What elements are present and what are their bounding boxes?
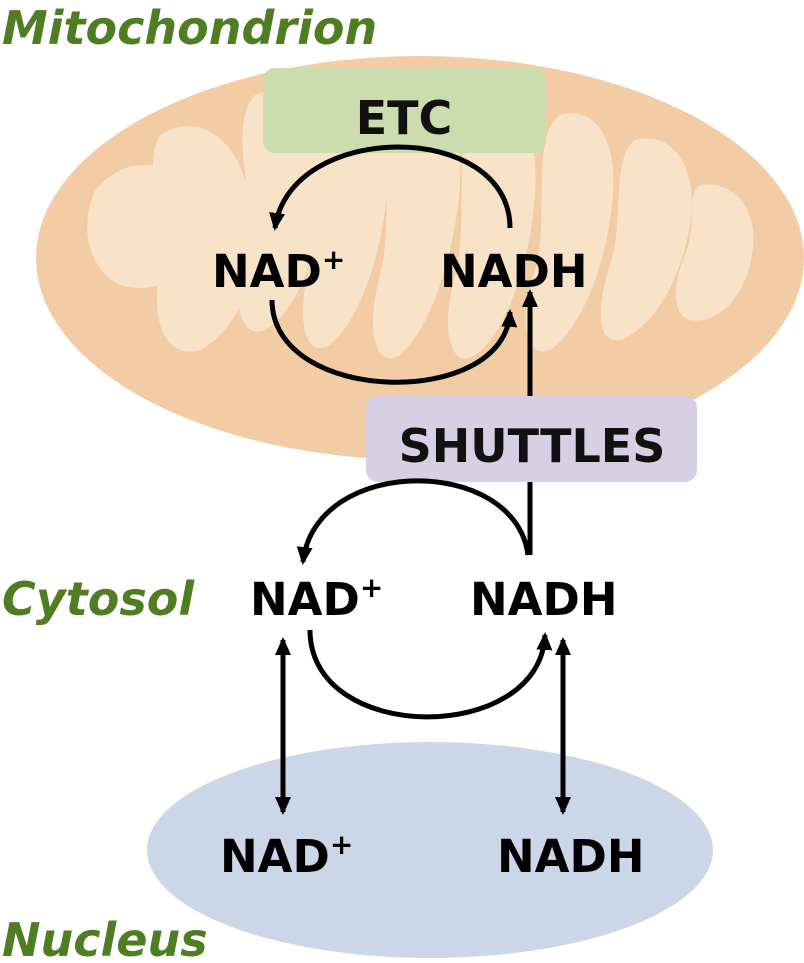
cyto-nad-base: NAD: [250, 573, 360, 626]
cyto-nad-charge: +: [360, 571, 383, 604]
shuttles-label: SHUTTLES: [399, 419, 666, 473]
mito-nad-plus: NAD+: [212, 243, 345, 298]
mito-upper-arc: [269, 144, 513, 231]
shuttles-box-background: [366, 396, 697, 482]
etc-label: ETC: [356, 91, 453, 145]
mito-nad-base: NAD: [212, 245, 322, 298]
mitochondrion-label: Mitochondrion: [2, 1, 377, 55]
mito-nad-charge: +: [322, 243, 345, 276]
cyto-lower-arc: [307, 629, 553, 720]
mito-nadh: NADH: [440, 245, 588, 298]
cyto-nadh: NADH: [470, 573, 618, 626]
shuttles-box: SHUTTLES: [366, 396, 697, 482]
nucleus-label: Nucleus: [2, 913, 208, 963]
etc-box: ETC: [263, 68, 546, 153]
mito-lower-arc: [269, 299, 518, 385]
cyto-upper-arc: [296, 478, 531, 565]
nuc-nad-charge: +: [330, 828, 353, 861]
etc-box-background: [263, 68, 546, 153]
cytosol-label: Cytosol: [2, 572, 195, 626]
nuc-nad-plus: NAD+: [220, 828, 353, 883]
nuc-nadh: NADH: [497, 830, 645, 883]
nuc-nad-base: NAD: [220, 830, 330, 883]
cyto-nad-plus: NAD+: [250, 571, 383, 626]
cytosolic-cycle: NAD+ NADH: [250, 478, 618, 720]
mitochondrial-cycle: NAD+ NADH: [212, 144, 588, 385]
